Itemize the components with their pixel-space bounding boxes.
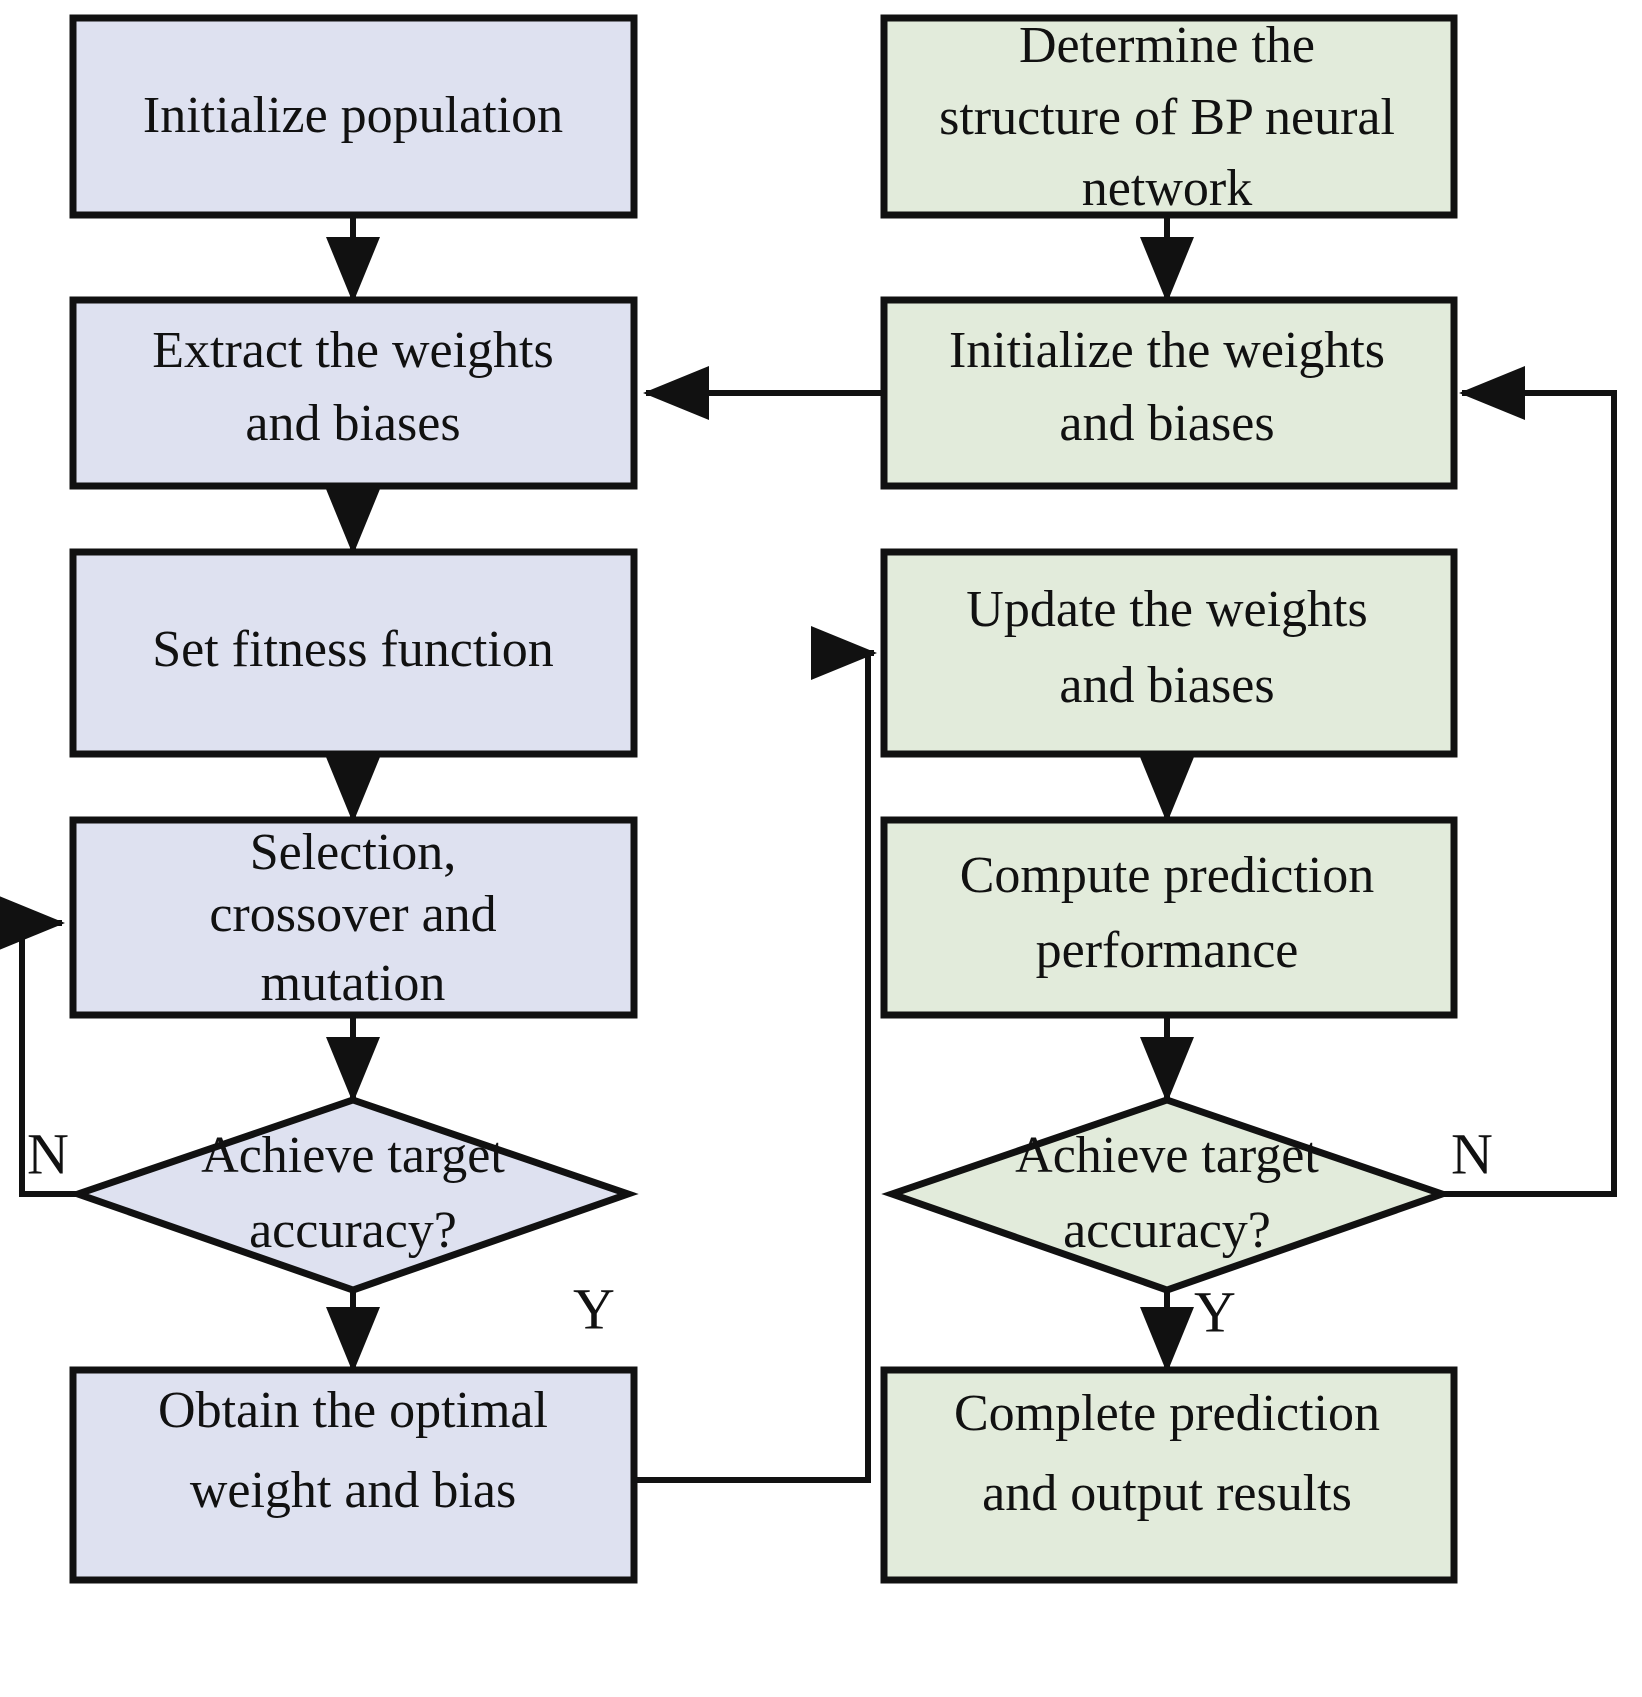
node-set-fitness-function [69,548,638,758]
node-achieve-target-accuracy-bp-line-0: Achieve target [1015,1127,1319,1184]
connector-decision-ga-no-loop [0,896,78,1197]
node-initialize-weights-biases [880,296,1458,490]
node-set-fitness-function-line-0: Set fitness function [152,621,554,678]
node-selection-crossover-mutation [69,816,638,1019]
connector-decision-bp-no-loop [1442,366,1617,1197]
node-achieve-target-accuracy-ga [67,1096,639,1294]
node-compute-prediction-performance [880,816,1458,1019]
node-compute-prediction-performance-line-1: performance [1036,922,1299,979]
branch-label-ga-no: N [27,1121,69,1186]
node-selection-crossover-mutation-line-2: mutation [261,955,446,1012]
node-complete-prediction-output-line-1: and output results [982,1465,1352,1522]
node-extract-weights-biases-line-0: Extract the weights [152,322,553,379]
branch-label-bp-no: N [1451,1121,1493,1186]
node-obtain-optimal-weight-bias-line-1: weight and bias [190,1462,516,1519]
node-achieve-target-accuracy-ga-line-0: Achieve target [201,1127,505,1184]
node-initialize-weights-biases-line-0: Initialize the weights [949,322,1385,379]
node-determine-bp-structure-line-0: Determine the [1019,17,1315,74]
node-initialize-weights-biases-line-1: and biases [1059,395,1274,452]
node-determine-bp-structure-line-2: network [1082,160,1252,217]
node-obtain-optimal-weight-bias-line-0: Obtain the optimal [158,1382,548,1439]
node-complete-prediction-output-line-0: Complete prediction [954,1385,1380,1442]
node-obtain-optimal-weight-bias [69,1366,638,1584]
node-update-weights-biases [880,548,1458,758]
connector-obtain-to-update [634,626,877,1483]
node-achieve-target-accuracy-bp [881,1096,1453,1294]
branch-label-bp-yes: Y [1194,1279,1236,1344]
node-update-weights-biases-line-0: Update the weights [966,581,1367,638]
branch-label-ga-yes: Y [573,1276,615,1341]
node-complete-prediction-output [880,1366,1458,1584]
node-initialize-population-line-0: Initialize population [143,87,563,144]
node-determine-bp-structure [880,14,1458,219]
node-compute-prediction-performance-line-0: Compute prediction [960,847,1374,904]
node-update-weights-biases-line-1: and biases [1059,657,1274,714]
node-extract-weights-biases [69,296,638,490]
node-determine-bp-structure-line-1: structure of BP neural [939,89,1395,146]
node-achieve-target-accuracy-ga-line-1: accuracy? [249,1202,457,1259]
node-extract-weights-biases-line-1: and biases [245,395,460,452]
node-achieve-target-accuracy-bp-line-1: accuracy? [1063,1202,1271,1259]
node-selection-crossover-mutation-line-1: crossover and [209,886,496,943]
node-initialize-population [69,14,638,219]
node-selection-crossover-mutation-line-0: Selection, [250,824,457,881]
